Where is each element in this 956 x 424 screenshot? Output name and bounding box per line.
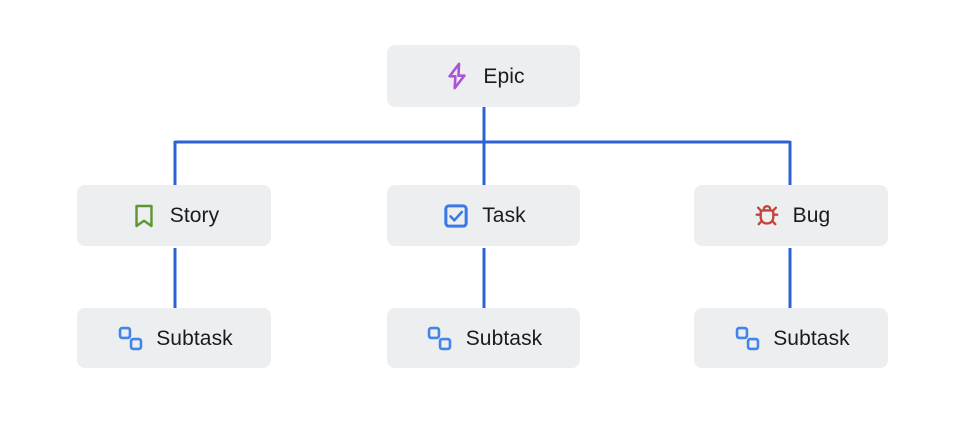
- node-subtask-2-label: Subtask: [465, 326, 543, 350]
- node-task[interactable]: Task: [387, 185, 580, 246]
- subtask-blocks-icon: [425, 323, 455, 353]
- node-epic[interactable]: Epic: [387, 45, 580, 107]
- node-task-label: Task: [482, 204, 526, 227]
- node-subtask-3[interactable]: Subtask: [694, 308, 888, 368]
- node-story[interactable]: Story: [77, 185, 271, 246]
- node-epic-label: Epic: [483, 64, 525, 88]
- node-subtask-1-label: Subtask: [156, 326, 233, 350]
- node-story-label: Story: [169, 204, 220, 227]
- node-subtask-1[interactable]: Subtask: [77, 308, 271, 368]
- bookmark-icon: [129, 201, 159, 231]
- node-subtask-2[interactable]: Subtask: [387, 308, 580, 368]
- lightning-bolt-icon: [442, 61, 472, 91]
- node-subtask-3-label: Subtask: [773, 326, 850, 350]
- node-bug-label: Bug: [792, 204, 831, 227]
- subtask-blocks-icon: [732, 323, 762, 353]
- bug-icon: [752, 201, 782, 231]
- subtask-blocks-icon: [115, 323, 145, 353]
- checkbox-checked-icon: [441, 201, 471, 231]
- node-bug[interactable]: Bug: [694, 185, 888, 246]
